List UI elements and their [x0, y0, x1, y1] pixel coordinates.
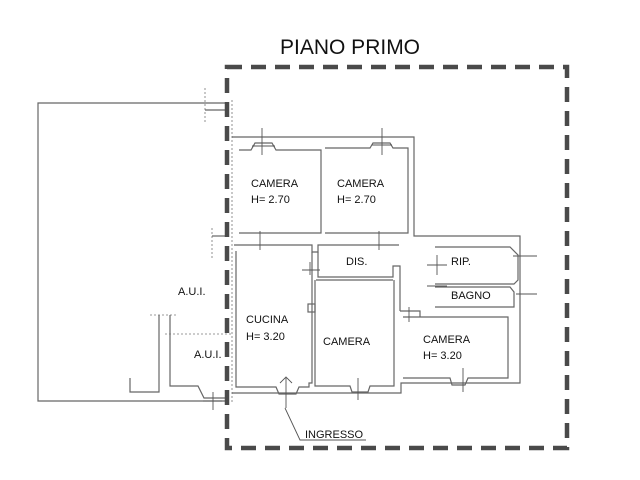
adjacent-unit-outline [37, 88, 232, 410]
room-name-camera-2: CAMERA [337, 178, 385, 190]
window-markers [252, 128, 537, 400]
room-name-dis: DIS. [346, 256, 367, 268]
entrance-indicator [279, 376, 366, 441]
room-name-rip: RIP. [451, 256, 471, 268]
plan-title: PIANO PRIMO [280, 36, 420, 59]
apartment-walls [232, 136, 521, 395]
room-name-camera-4: CAMERA [423, 334, 471, 346]
room-height-camera-2: H= 2.70 [337, 194, 376, 206]
room-height-camera-4: H= 3.20 [423, 350, 462, 362]
adjacent-unit-label-2: A.U.I. [194, 349, 222, 361]
property-boundary [224, 64, 570, 451]
room-height-cucina: H= 3.20 [246, 331, 285, 343]
room-height-camera-1: H= 2.70 [251, 194, 290, 206]
room-name-camera-1: CAMERA [251, 178, 299, 190]
entrance-label: INGRESSO [305, 429, 364, 441]
room-name-bagno: BAGNO [451, 290, 491, 302]
adjacent-unit-label-1: A.U.I. [178, 286, 206, 298]
room-name-camera-3: CAMERA [323, 336, 371, 348]
room-name-cucina: CUCINA [246, 314, 289, 326]
